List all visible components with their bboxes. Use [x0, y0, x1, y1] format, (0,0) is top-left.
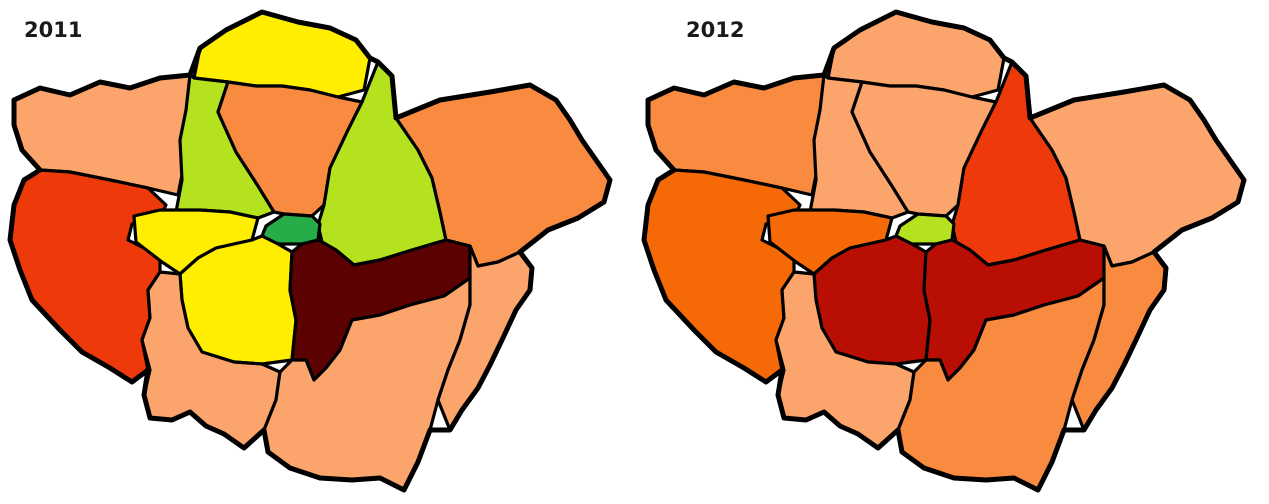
region-far-west: [8, 168, 168, 384]
map-boundary: [641, 9, 1247, 493]
map-panel-2012: 2012: [634, 0, 1268, 504]
choropleth-map-2011: [7, 9, 613, 493]
map-boundary: [7, 9, 613, 493]
year-label: 2012: [686, 18, 745, 42]
year-label: 2011: [24, 18, 83, 42]
choropleth-map-2012: [641, 9, 1247, 493]
map-panel-2011: 2011: [0, 0, 634, 504]
region-far-west: [642, 168, 802, 384]
